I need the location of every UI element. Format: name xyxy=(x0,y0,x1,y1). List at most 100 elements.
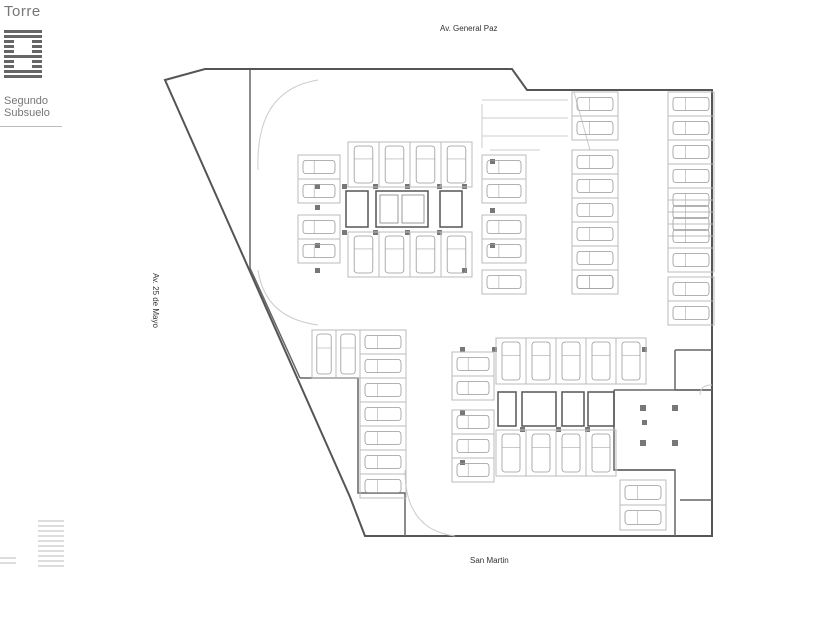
car-icon xyxy=(672,204,710,219)
car-icon xyxy=(576,274,614,289)
parking-stall xyxy=(481,178,527,204)
car-icon xyxy=(456,356,490,371)
car-icon xyxy=(624,485,662,500)
car-icon xyxy=(576,250,614,265)
car-icon xyxy=(624,510,662,525)
car-icon xyxy=(446,235,467,274)
parking-stall xyxy=(525,337,557,385)
parking-stall xyxy=(378,141,411,188)
parking-stall xyxy=(347,231,380,278)
decorative-stripes xyxy=(0,520,64,567)
car-icon xyxy=(456,380,490,395)
parking-stall xyxy=(571,245,619,271)
car-icon xyxy=(672,168,710,183)
car-icon xyxy=(384,235,405,274)
parking-stall xyxy=(481,214,527,240)
parking-stall xyxy=(495,337,527,385)
parking-stall xyxy=(571,149,619,175)
car-icon xyxy=(340,333,356,375)
car-icon xyxy=(364,406,402,421)
street-label-north: Av. General Paz xyxy=(440,24,498,33)
parking-stall xyxy=(359,329,407,355)
car-icon xyxy=(576,202,614,217)
car-icon xyxy=(501,433,521,473)
street-label-south: San Martin xyxy=(470,556,509,565)
parking-stall xyxy=(619,504,667,531)
car-icon xyxy=(576,154,614,169)
parking-stall xyxy=(359,473,407,499)
parking-stall xyxy=(297,178,341,204)
parking-stall xyxy=(359,449,407,475)
tower-letter-logo xyxy=(4,30,42,78)
car-icon xyxy=(561,341,581,381)
level-name-line1: Segundo xyxy=(4,95,49,107)
parking-stall xyxy=(359,377,407,403)
parking-stall xyxy=(667,247,715,273)
car-icon xyxy=(672,281,710,296)
car-icon xyxy=(576,178,614,193)
parking-stall xyxy=(571,91,619,117)
parking-stall xyxy=(451,351,495,377)
parking-stall xyxy=(571,221,619,247)
ramp-diagonal xyxy=(249,267,301,379)
parking-stall xyxy=(619,479,667,506)
parking-stall xyxy=(615,337,647,385)
car-icon xyxy=(591,341,611,381)
car-icon xyxy=(456,414,490,429)
car-icon xyxy=(672,305,710,320)
car-icon xyxy=(576,121,614,136)
inner-wall-east xyxy=(674,349,712,391)
car-icon xyxy=(456,462,490,477)
core-south xyxy=(497,391,615,427)
core-north xyxy=(345,190,463,228)
car-icon xyxy=(364,454,402,469)
parking-stall xyxy=(571,269,619,295)
car-icon xyxy=(672,144,710,159)
parking-stall xyxy=(571,173,619,199)
car-icon xyxy=(364,478,402,493)
parking-stall xyxy=(667,91,715,117)
parking-stall xyxy=(359,425,407,451)
parking-stall xyxy=(481,238,527,264)
parking-stall xyxy=(525,429,557,477)
car-icon xyxy=(576,97,614,112)
parking-stall xyxy=(495,429,527,477)
parking-stall xyxy=(409,141,442,188)
parking-stall xyxy=(359,353,407,379)
parking-stall xyxy=(555,429,587,477)
column-grid xyxy=(315,159,678,465)
car-icon xyxy=(364,358,402,373)
plan-header: Torre Segundo Subsuelo xyxy=(0,0,80,130)
header-divider xyxy=(0,126,62,127)
car-icon xyxy=(576,274,614,289)
parking-stall xyxy=(409,231,442,278)
car-icon xyxy=(353,235,374,274)
car-icon xyxy=(561,433,581,473)
car-icon xyxy=(446,145,467,184)
parking-stall xyxy=(311,329,337,379)
car-icon xyxy=(384,145,405,184)
parking-stall xyxy=(297,154,341,180)
car-icon xyxy=(316,333,332,375)
parking-stall xyxy=(359,401,407,427)
parking-stall xyxy=(667,276,715,302)
car-icon xyxy=(302,243,336,258)
street-label-west: Av. 25 de Mayo xyxy=(150,273,160,328)
parking-stall xyxy=(571,115,619,141)
parking-stall xyxy=(585,429,617,477)
car-icon xyxy=(591,433,611,473)
core-room-wall xyxy=(613,389,712,536)
car-icon xyxy=(353,145,374,184)
parking-stall xyxy=(451,457,495,483)
car-icon xyxy=(672,97,710,112)
parking-stall xyxy=(571,269,619,295)
parking-stall xyxy=(335,329,361,379)
parking-stall xyxy=(585,337,617,385)
car-icon xyxy=(302,183,336,198)
parking-stall xyxy=(481,269,527,295)
parking-stalls xyxy=(297,91,715,531)
parking-stall xyxy=(451,433,495,459)
site-boundary xyxy=(163,68,713,537)
car-icon xyxy=(364,382,402,397)
